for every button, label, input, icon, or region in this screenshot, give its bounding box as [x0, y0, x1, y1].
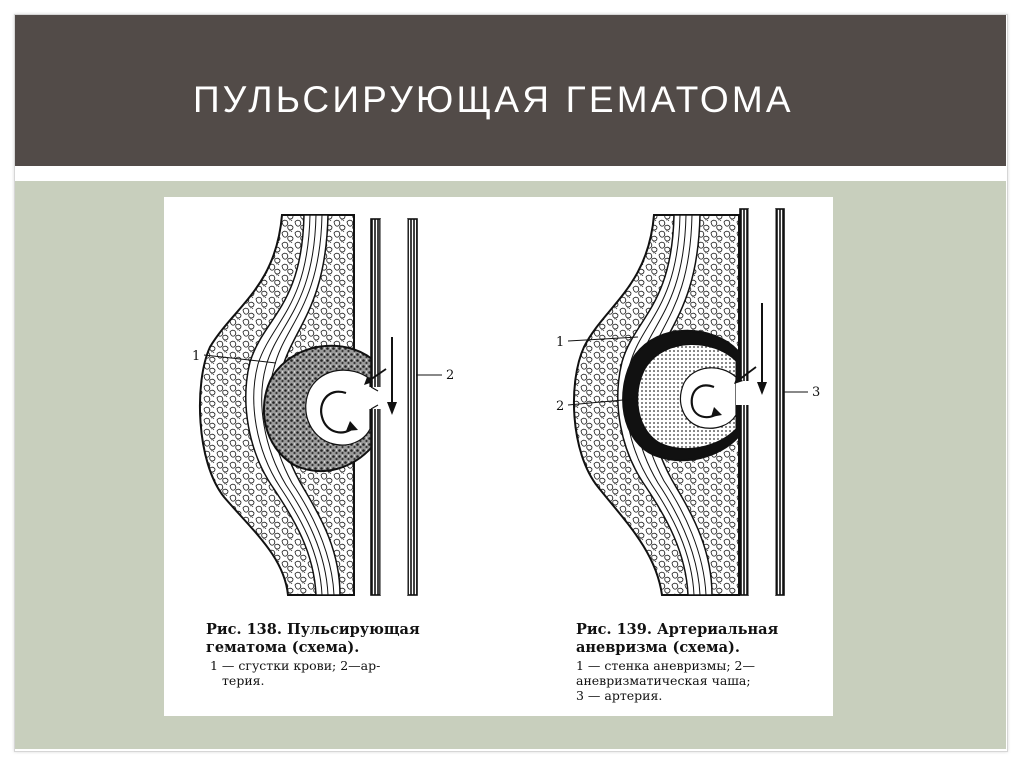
artery-wall-right-right [775, 208, 785, 596]
label-3-right: 3 [812, 385, 820, 400]
aneurysm-diagram: 1 2 3 [556, 208, 820, 596]
label-1-left: 1 [192, 349, 200, 364]
artery-wall-right [407, 218, 418, 596]
caption-right-line5: 3 — артерия. [576, 688, 663, 703]
caption-left-line1: Рис. 138. Пульсирующая [206, 621, 420, 638]
label-2-left: 2 [446, 368, 454, 383]
caption-right-line2: аневризма (схема). [576, 639, 740, 656]
caption-left-line4: терия. [222, 673, 265, 688]
caption-left-line2: гематома (схема). [206, 639, 360, 656]
caption-right-line1: Рис. 139. Артериальная [576, 621, 779, 638]
title-bar [15, 15, 1006, 166]
caption-left-line3: 1 — сгустки крови; 2—ар- [210, 658, 381, 673]
slide-title: ПУЛЬСИРУЮЩАЯ ГЕМАТОМА [193, 79, 794, 120]
diagram-svg: 1 2 [192, 208, 820, 596]
label-2-right: 2 [556, 399, 564, 414]
hematoma-diagram: 1 2 [192, 214, 454, 596]
hematoma-cavity [305, 369, 371, 446]
label-1-right: 1 [556, 335, 564, 350]
caption-right-line4: аневризматическая чаша; [576, 673, 751, 688]
figure-panel: 1 2 [164, 197, 833, 716]
caption-right-line3: 1 — стенка аневризмы; 2— [576, 658, 755, 673]
